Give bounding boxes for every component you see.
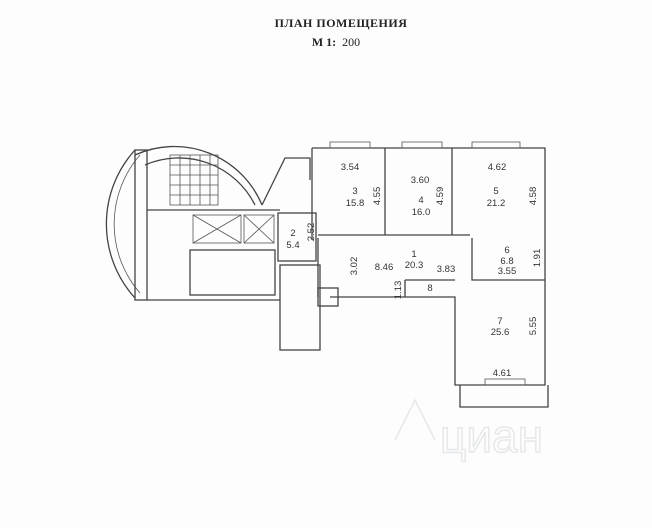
- dim: 3.54: [341, 162, 360, 173]
- room-7-area: 25.6: [491, 327, 510, 338]
- dim: 1.13: [393, 281, 404, 300]
- apartment: [277, 141, 549, 408]
- wall: [147, 209, 280, 301]
- dim: 4.58: [528, 187, 539, 206]
- windows: [329, 141, 526, 386]
- dimension-labels: 3.54 4.55 3.60 4.59 4.62 4.58 2.52 3.02 …: [306, 162, 543, 379]
- wall: [134, 149, 148, 301]
- dim: 4.55: [372, 187, 383, 206]
- room-8-number: 8: [427, 283, 432, 294]
- room-5-number: 5: [493, 186, 498, 197]
- stair-arc-inner: [144, 157, 256, 206]
- dim: 3.02: [349, 257, 360, 276]
- outer-arc: [105, 149, 136, 299]
- room-4-area: 16.0: [412, 207, 431, 218]
- inner-walls: [311, 148, 545, 297]
- dim: 2.52: [306, 223, 317, 242]
- room-2-area: 5.4: [286, 240, 299, 251]
- watermark: циан: [394, 398, 544, 463]
- room-2-wall: [277, 212, 317, 262]
- shaft: [279, 264, 321, 351]
- common-area: [105, 145, 339, 351]
- dim: 3.83: [437, 264, 456, 275]
- scale-value: 200: [342, 35, 361, 49]
- room-labels: 3 15.8 4 16.0 5 21.2 2 5.4 1 20.3 6 6.8 …: [286, 186, 513, 338]
- plan-title: ПЛАН ПОМЕЩЕНИЯ: [274, 16, 408, 30]
- room-7-number: 7: [497, 316, 502, 327]
- scale-prefix: М 1:: [311, 35, 337, 49]
- dim: 4.61: [493, 368, 512, 379]
- dim: 4.59: [435, 187, 446, 206]
- dim: 3.60: [411, 175, 430, 186]
- dim: 5.55: [528, 317, 539, 336]
- stairs: [169, 154, 219, 206]
- elevator-cross-2: [243, 214, 275, 244]
- room-3-area: 15.8: [346, 198, 365, 209]
- elevator-2: [243, 214, 275, 244]
- dim: 3.55: [498, 266, 517, 277]
- wall: [261, 157, 311, 206]
- room-1-number: 1: [411, 249, 416, 260]
- outer-arc-inner: [113, 154, 141, 294]
- stair-arc: [134, 145, 263, 206]
- room-6-number: 6: [504, 245, 509, 256]
- dim: 4.62: [488, 162, 507, 173]
- room-3-number: 3: [352, 186, 357, 197]
- room-5-area: 21.2: [487, 198, 506, 209]
- room-4-number: 4: [418, 195, 423, 206]
- plan-scale: М 1: 200: [10, 35, 652, 50]
- dim: 8.46: [375, 262, 394, 273]
- elevator-cross-1: [192, 214, 242, 244]
- room-6-area: 6.8: [500, 256, 513, 267]
- balcony: [459, 385, 549, 408]
- room-1-area: 20.3: [405, 260, 424, 271]
- stair-steps: [170, 155, 218, 205]
- room-2-number: 2: [290, 228, 295, 239]
- dim: 1.91: [532, 249, 543, 268]
- elevator-1: [192, 214, 242, 244]
- lobby: [189, 249, 276, 296]
- watermark-text: циан: [440, 410, 543, 462]
- watermark-logo-icon: [394, 398, 436, 441]
